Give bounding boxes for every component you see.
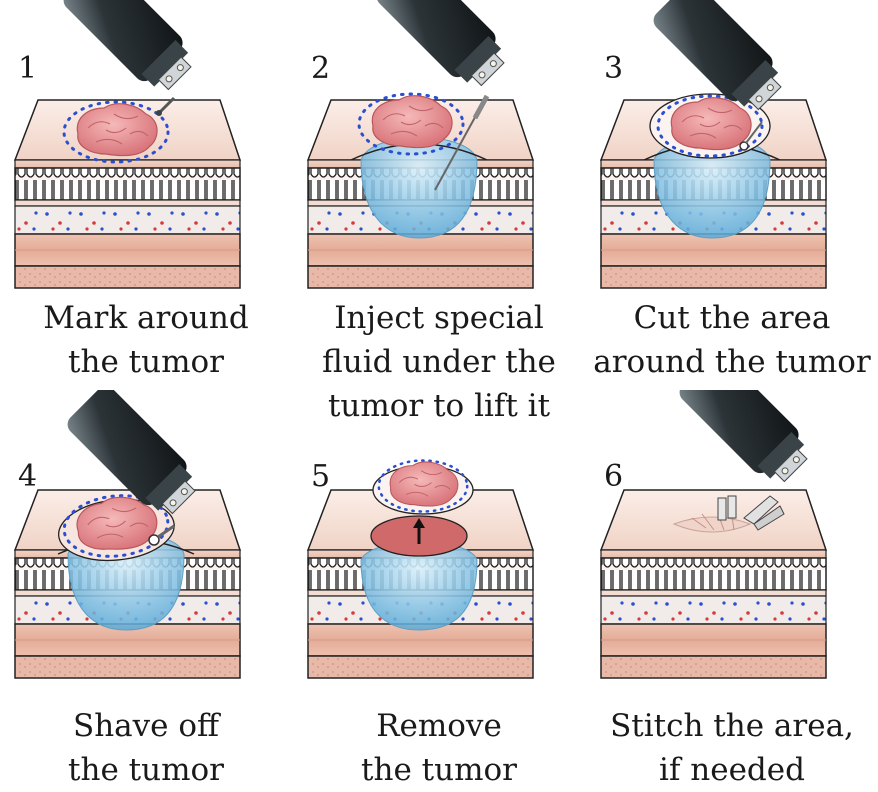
step-6-panel: 6 Stitch the area, if needed bbox=[586, 392, 878, 784]
marker-probe-icon bbox=[59, 0, 200, 116]
step-caption: Cut the area around the tumor bbox=[586, 296, 878, 384]
mark-tumor-illustration bbox=[8, 0, 286, 300]
step-caption: Stitch the area, if needed bbox=[586, 704, 878, 792]
step-3-panel: 3 Cut the area around the tumor bbox=[586, 0, 878, 392]
shave-tumor-illustration bbox=[8, 390, 286, 690]
inject-fluid-illustration bbox=[301, 0, 579, 300]
step-caption: Shave off the tumor bbox=[0, 704, 292, 792]
step-5-panel: 5 Remove the tumor bbox=[293, 392, 585, 784]
remove-tumor-illustration bbox=[301, 390, 579, 690]
stitch-area-illustration bbox=[594, 390, 872, 690]
step-caption: Remove the tumor bbox=[293, 704, 585, 792]
step-4-panel: 4 Shave off the tumor bbox=[0, 392, 292, 784]
cut-area-illustration bbox=[594, 0, 872, 300]
step-caption: Mark around the tumor bbox=[0, 296, 292, 384]
step-1-panel: 1 Mark around the tumor bbox=[0, 0, 292, 392]
step-2-panel: 2 Inject special fluid under the tumor t… bbox=[293, 0, 585, 392]
